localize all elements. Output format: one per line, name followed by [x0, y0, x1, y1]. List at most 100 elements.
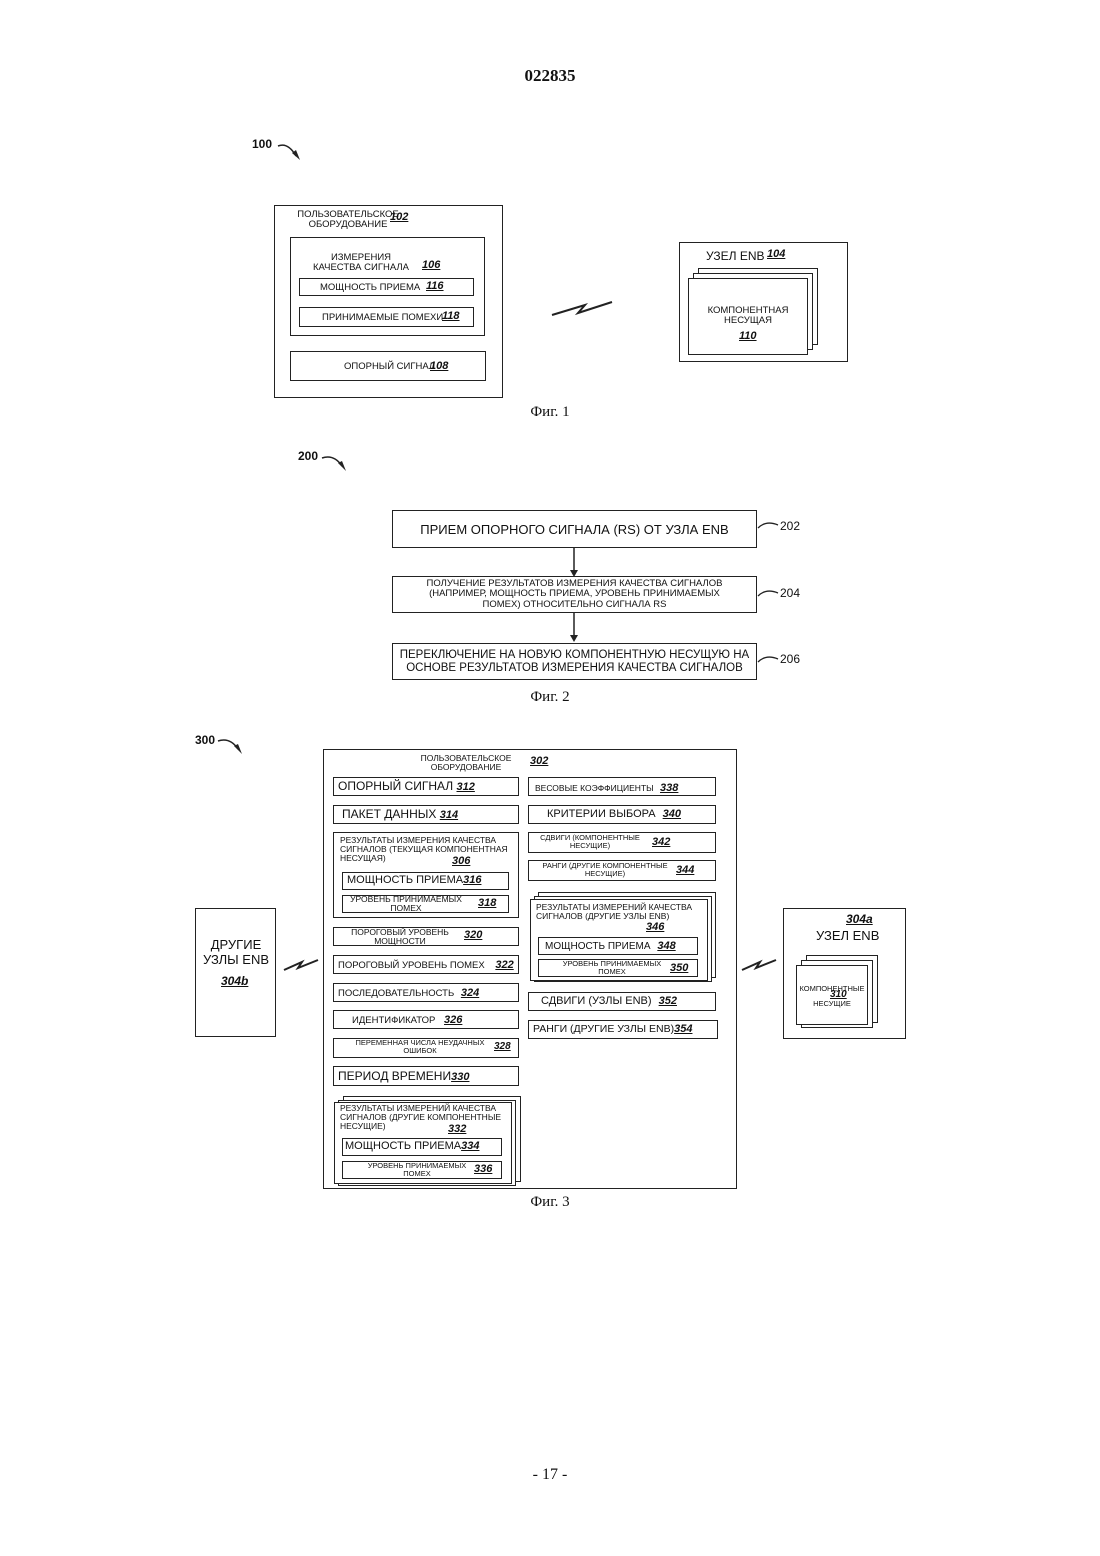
fig1-carrier-label: КОМПОНЕНТНАЯ НЕСУЩАЯ	[700, 306, 796, 326]
fig3-interf-318-label: УРОВЕНЬ ПРИНИМАЕМЫХ ПОМЕХ	[346, 895, 466, 913]
fig3-sqm-enb-num: 346	[646, 921, 664, 933]
fig3-power-thr-num: 320	[464, 929, 482, 941]
fig3-ranks-cc-label: РАНГИ (ДРУГИЕ КОМПОНЕНТНЫЕ НЕСУЩИЕ)	[540, 862, 670, 878]
fig3-sequence: ПОСЛЕДОВАТЕЛЬНОСТЬ 324	[333, 983, 519, 1002]
fig3-time-period-label: ПЕРИОД ВРЕМЕНИ	[338, 1069, 451, 1083]
fig3-interf-336-label: УРОВЕНЬ ПРИНИМАЕМЫХ ПОМЕХ	[364, 1162, 470, 1178]
fig3-ranks-cc-num: 344	[676, 864, 694, 876]
fig1-ref-signal-num: 108	[430, 360, 448, 372]
fig2-step-206-num: 206	[780, 652, 800, 666]
fig1-ue-num: 102	[390, 211, 408, 223]
fig1-enb-label: УЗЕЛ ENB	[706, 249, 765, 263]
fig2-step-204-text: ПОЛУЧЕНИЕ РЕЗУЛЬТАТОВ ИЗМЕРЕНИЯ КАЧЕСТВА…	[393, 579, 756, 611]
fig3-rx-power-348: МОЩНОСТЬ ПРИЕМА 348	[538, 937, 698, 955]
fig1-sqm-label: ИЗМЕРЕНИЯ КАЧЕСТВА СИГНАЛА	[306, 253, 416, 273]
patent-number: 022835	[0, 66, 1100, 86]
fig3-data-packet-label: ПАКЕТ ДАННЫХ	[342, 807, 436, 821]
fig3-interf-350-num: 350	[670, 962, 688, 974]
fig1-rx-interf-label: ПРИНИМАЕМЫЕ ПОМЕХИ	[322, 313, 443, 323]
fig3-time-period: ПЕРИОД ВРЕМЕНИ330	[333, 1066, 519, 1086]
fig3-enb-label: УЗЕЛ ENB	[816, 928, 879, 943]
fig3-identifier-num: 326	[444, 1014, 462, 1026]
fig3-offsets-enb-num: 352	[659, 995, 677, 1007]
fig3-weights-num: 338	[660, 782, 678, 794]
fig3-ref-arrowhead	[234, 744, 242, 754]
fig3-sqm-other-num: 332	[448, 1123, 466, 1135]
fig3-identifier-label: ИДЕНТИФИКАТОР	[352, 1015, 435, 1026]
fig1-caption: Фиг. 1	[0, 404, 1100, 421]
fig1-wireless-link	[552, 302, 612, 315]
fig3-rx-power-316-num: 316	[463, 874, 481, 886]
fig3-ref-label: 300	[195, 733, 215, 747]
fig3-identifier: ИДЕНТИФИКАТОР 326	[333, 1010, 519, 1029]
fig3-ranks-enb-label: РАНГИ (ДРУГИЕ УЗЛЫ ENB)	[533, 1023, 674, 1035]
fig3-interf-350-label: УРОВЕНЬ ПРИНИМАЕМЫХ ПОМЕХ	[558, 960, 666, 976]
fig3-ue-num: 302	[530, 755, 548, 767]
fig3-ref-signal: ОПОРНЫЙ СИГНАЛ 312	[333, 777, 519, 796]
fig1-rx-power-label: МОЩНОСТЬ ПРИЕМА	[320, 283, 420, 293]
fig3-sqm-current-label: РЕЗУЛЬТАТЫ ИЗМЕРЕНИЯ КАЧЕСТВА СИГНАЛОВ (…	[340, 836, 516, 863]
fig3-rx-power-316: МОЩНОСТЬ ПРИЕМА316	[342, 872, 509, 890]
fig3-weights-label: ВЕСОВЫЕ КОЭФФИЦИЕНТЫ	[535, 783, 654, 793]
fig3-sequence-num: 324	[461, 987, 479, 999]
fig3-ue-label: ПОЛЬЗОВАТЕЛЬСКОЕ ОБОРУДОВАНИЕ	[410, 754, 522, 772]
fig2-leader-204	[758, 591, 778, 596]
fig3-rx-power-334-label: МОЩНОСТЬ ПРИЕМА	[345, 1140, 461, 1152]
fig3-rx-power-334-num: 334	[461, 1140, 479, 1152]
fig3-rx-power-348-label: МОЩНОСТЬ ПРИЕМА	[545, 941, 651, 952]
fig3-wireless-right	[742, 960, 776, 970]
fig1-sqm-num: 106	[422, 259, 440, 271]
fig3-interf-thr: ПОРОГОВЫЙ УРОВЕНЬ ПОМЕХ 322	[333, 955, 519, 974]
fig2-ref-arrow	[322, 457, 342, 466]
fig3-caption: Фиг. 3	[0, 1194, 1100, 1211]
fig3-other-enb-label: ДРУГИЕ УЗЛЫ ENB	[202, 937, 270, 967]
fig1-ref-signal-label: ОПОРНЫЙ СИГНАЛ	[344, 362, 435, 372]
fig3-rx-power-348-num: 348	[657, 940, 675, 952]
fig2-step-202: ПРИЕМ ОПОРНОГО СИГНАЛА (RS) ОТ УЗЛА ENB	[392, 510, 757, 548]
fig3-fail-counter-num: 328	[494, 1041, 511, 1052]
fig2-leader-202	[758, 523, 778, 528]
fig1-rx-power-num: 116	[426, 280, 444, 292]
fig2-leader-206	[758, 657, 778, 662]
fig3-fail-counter-label: ПЕРЕМЕННАЯ ЧИСЛА НЕУДАЧНЫХ ОШИБОК	[350, 1039, 490, 1055]
fig3-enb-num: 304a	[846, 912, 873, 926]
fig3-wireless-left	[284, 960, 318, 970]
fig3-selection: КРИТЕРИИ ВЫБОРА 340	[528, 805, 716, 824]
fig1-ref-arrowhead	[292, 150, 300, 160]
fig3-selection-label: КРИТЕРИИ ВЫБОРА	[547, 808, 656, 820]
fig1-rx-interf-num: 118	[442, 310, 460, 322]
fig3-ref-arrow	[218, 740, 238, 749]
fig3-time-period-num: 330	[451, 1071, 469, 1083]
fig1-carrier-num: 110	[739, 330, 757, 342]
fig2-step-204-num: 204	[780, 586, 800, 600]
fig3-carriers-num: 310	[830, 989, 847, 1000]
fig1-ref-arrow	[278, 145, 296, 156]
fig3-offsets-enb: СДВИГИ (УЗЛЫ ENB) 352	[528, 992, 716, 1011]
fig3-data-packet-num: 314	[440, 809, 458, 821]
fig3-ref-signal-num: 312	[457, 781, 475, 793]
fig3-rx-power-316-label: МОЩНОСТЬ ПРИЕМА	[347, 874, 463, 886]
fig3-ranks-enb: РАНГИ (ДРУГИЕ УЗЛЫ ENB)354	[528, 1020, 718, 1039]
fig3-data-packet: ПАКЕТ ДАННЫХ 314	[333, 805, 519, 824]
fig3-offsets-cc-label: СДВИГИ (КОМПОНЕНТНЫЕ НЕСУЩИЕ)	[540, 834, 640, 850]
fig3-sqm-current-num: 306	[452, 855, 470, 867]
fig3-offsets-enb-label: СДВИГИ (УЗЛЫ ENB)	[541, 995, 652, 1007]
fig3-weights: ВЕСОВЫЕ КОЭФФИЦИЕНТЫ 338	[528, 777, 716, 796]
fig3-offsets-cc-num: 342	[652, 836, 670, 848]
fig3-sqm-other-label: РЕЗУЛЬТАТЫ ИЗМЕРЕНИЙ КАЧЕСТВА СИГНАЛОВ (…	[340, 1104, 506, 1131]
page-number: - 17 -	[0, 1466, 1100, 1484]
fig2-step-202-text: ПРИЕМ ОПОРНОГО СИГНАЛА (RS) ОТ УЗЛА ENB	[420, 522, 728, 537]
fig3-other-enb-box	[195, 908, 276, 1037]
fig2-caption: Фиг. 2	[0, 689, 1100, 706]
fig3-ref-signal-label: ОПОРНЫЙ СИГНАЛ	[338, 779, 453, 793]
fig3-sqm-enb-label: РЕЗУЛЬТАТЫ ИЗМЕРЕНИЙ КАЧЕСТВА СИГНАЛОВ (…	[536, 903, 704, 921]
fig2-flow-arrowhead-2	[570, 635, 578, 642]
fig3-interf-318-num: 318	[478, 897, 496, 909]
fig3-rx-power-334: МОЩНОСТЬ ПРИЕМА334	[342, 1138, 502, 1156]
fig2-step-206: ПЕРЕКЛЮЧЕНИЕ НА НОВУЮ КОМПОНЕНТНУЮ НЕСУЩ…	[392, 643, 757, 680]
fig3-ranks-enb-num: 354	[674, 1023, 692, 1035]
fig3-interf-thr-num: 322	[495, 959, 513, 971]
fig2-ref-arrowhead	[338, 461, 346, 471]
fig3-power-thr-label: ПОРОГОВЫЙ УРОВЕНЬ МОЩНОСТИ	[350, 928, 450, 946]
fig2-ref-label: 200	[298, 449, 318, 463]
